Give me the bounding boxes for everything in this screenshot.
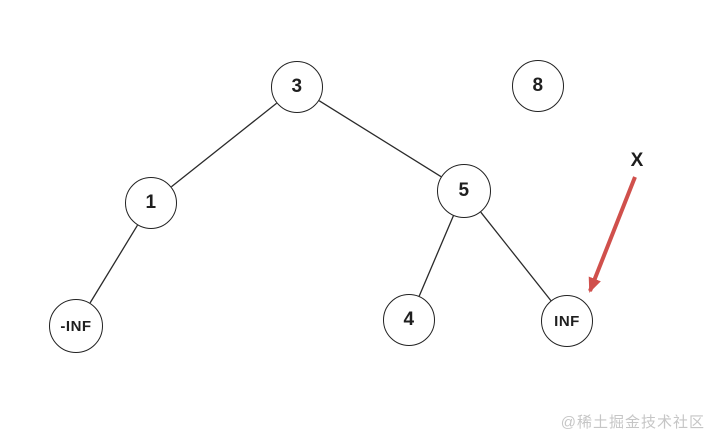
tree-node-label: 8	[532, 75, 544, 96]
tree-node-inf: INF	[541, 295, 593, 347]
tree-node-ninf: -INF	[49, 299, 103, 353]
annotation-x-label: X	[630, 150, 644, 171]
tree-edge-node-5-node-4	[418, 215, 454, 297]
tree-edge-node-1-node-ninf	[89, 224, 139, 304]
tree-node-label: 1	[145, 192, 157, 213]
tree-node-label: 4	[403, 309, 415, 330]
watermark: @稀土掘金技术社区	[560, 414, 705, 431]
tree-node-3: 3	[271, 61, 323, 113]
tree-node-label: INF	[554, 312, 580, 330]
tree-edge-node-3-node-1	[170, 102, 278, 188]
tree-node-5: 5	[437, 164, 491, 218]
tree-node-label: 5	[458, 180, 470, 201]
tree-edge-node-3-node-5	[318, 100, 442, 178]
annotation-arrow	[588, 176, 637, 293]
tree-node-4: 4	[383, 294, 435, 346]
tree-node-8: 8	[512, 60, 564, 112]
tree-edge-node-5-node-inf	[480, 211, 552, 302]
tree-node-1: 1	[125, 177, 177, 229]
tree-node-label: 3	[291, 76, 303, 97]
tree-node-label: -INF	[60, 317, 92, 335]
